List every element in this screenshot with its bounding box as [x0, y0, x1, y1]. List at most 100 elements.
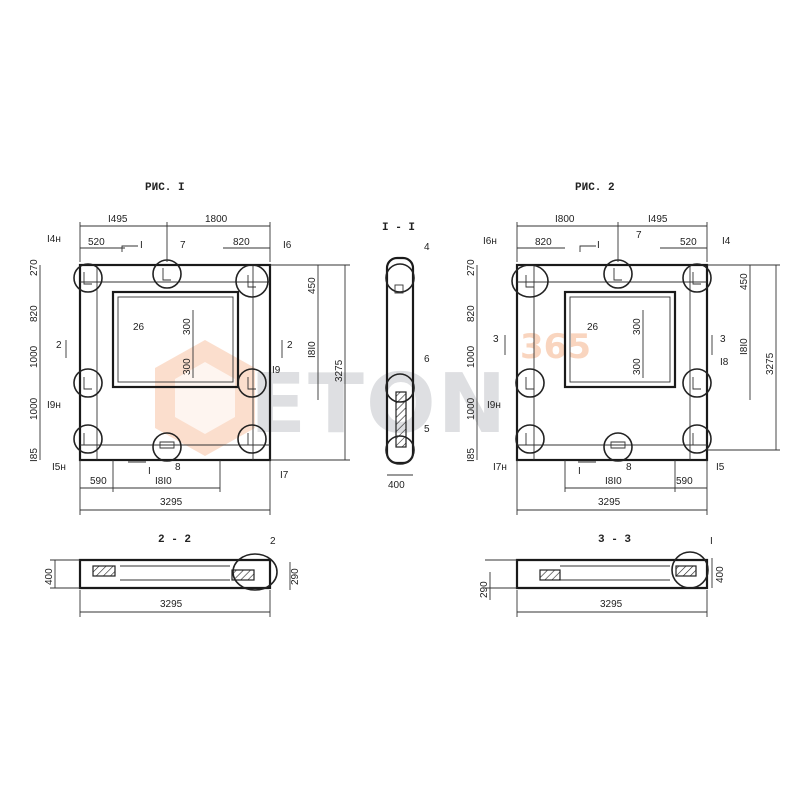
fig1-dim-top-left: I495: [108, 214, 128, 225]
section-2-2: 2 - 2 400 290 3295 2: [44, 534, 301, 617]
fig2-loop-16n: [511, 264, 549, 298]
fig1-dim-top-b: 820: [233, 237, 250, 248]
fig2-callout-18: I8: [720, 357, 729, 368]
sec33-height-2: 290: [479, 581, 490, 598]
fig2-loop-17n: [515, 424, 545, 454]
fig1-cut-c: 2: [287, 340, 293, 351]
sec33-total: 3295: [600, 599, 623, 610]
fig1-callout-16: I6: [283, 240, 292, 251]
fig2-dim-left-3: 1000: [466, 345, 477, 368]
fig2-dim-left-2: 820: [466, 305, 477, 322]
fig2-loop-8: [603, 432, 633, 462]
fig2-callout-19n: I9н: [487, 400, 501, 411]
fig1-dim-top-a: 520: [88, 237, 105, 248]
sec11-callout-4: 4: [424, 242, 430, 253]
fig1-callout-8: 8: [175, 462, 181, 473]
fig2-cut-b: 3: [493, 334, 499, 345]
fig1-callout-14n: I4н: [47, 234, 61, 245]
fig2-callout-15: I5: [716, 462, 725, 473]
fig1-callout-17: I7: [280, 470, 289, 481]
sec22-height-1: 400: [44, 568, 55, 585]
fig1-cut-a: I: [140, 240, 143, 251]
fig2-dim-left-5: I85: [466, 448, 477, 462]
fig1-dim-right-2: I8I0: [307, 341, 318, 358]
fig2-opening: [563, 290, 677, 389]
fig1-callout-15n: I5н: [52, 462, 66, 473]
fig1-opening: [111, 290, 240, 389]
sec22-profile: [78, 558, 272, 590]
fig2-dim-top-b: 520: [680, 237, 697, 248]
sec22-title: 2 - 2: [158, 534, 191, 546]
sec22-height-2: 290: [290, 568, 301, 585]
fig2-callout-26: 26: [587, 322, 599, 333]
sec22-total: 3295: [160, 599, 183, 610]
section-1-1: I - I 400 4 6 5: [382, 222, 430, 491]
sec22-callout-2: 2: [270, 536, 276, 547]
fig1-dim-left-5: I85: [29, 448, 40, 462]
fig2-dim-bottom-total: 3295: [598, 497, 621, 508]
sec11-callout-6: 6: [424, 354, 430, 365]
fig2-dim-bottom-2: 590: [676, 476, 693, 487]
watermark-logo: ETON 365: [155, 327, 591, 456]
fig1-dim-bottom-2: I8I0: [155, 476, 172, 487]
watermark-number: 365: [520, 327, 591, 367]
fig2-dim-right-1: 450: [739, 273, 750, 290]
sec33-height-1: 400: [715, 566, 726, 583]
fig2-loop-15: [682, 424, 712, 454]
section-3-3: 3 - 3 290 400 3295 I: [479, 534, 726, 617]
fig1-dim-left-4: 1000: [29, 397, 40, 420]
fig2-loop-18: [682, 368, 712, 398]
fig1-dim-bottom-total: 3295: [160, 497, 183, 508]
fig1-dim-top-right: 1800: [205, 214, 228, 225]
fig2-cut-a: I: [597, 240, 600, 251]
fig2-title: РИС. 2: [575, 182, 615, 194]
fig2-callout-8: 8: [626, 462, 632, 473]
fig1-title: РИС. I: [145, 182, 185, 194]
fig2-dim-right-2: I8I0: [739, 338, 750, 355]
figure-2: РИС. 2 I800 I495 820 520 270 820 1000 10…: [466, 182, 780, 515]
sec33-profile: [515, 558, 709, 590]
fig2-dim-bottom-1: I8I0: [605, 476, 622, 487]
fig1-loop-16: [235, 264, 269, 298]
fig1-cut-d: I: [148, 466, 151, 477]
fig1-callout-26: 26: [133, 322, 145, 333]
sec11-width: 400: [388, 480, 405, 491]
fig1-loop-14n: [73, 263, 103, 293]
fig1-dim-inner-2: 300: [182, 358, 193, 375]
fig2-dim-top-a: 820: [535, 237, 552, 248]
fig1-dim-inner-1: 300: [182, 318, 193, 335]
fig1-dim-left-1: 270: [29, 259, 40, 276]
fig2-callout-14: I4: [722, 236, 731, 247]
watermark-text: ETON: [250, 357, 508, 452]
fig1-loop-15n: [73, 424, 103, 454]
fig1-cut-b: 2: [56, 340, 62, 351]
fig2-dim-left-4: 1000: [466, 397, 477, 420]
fig2-dim-left-1: 270: [466, 259, 477, 276]
sec11-callout-5: 5: [424, 424, 430, 435]
fig1-callout-19n: I9н: [47, 400, 61, 411]
fig1-callout-7: 7: [180, 240, 186, 251]
sec11-profile: [385, 256, 415, 465]
fig2-dim-inner-1: 300: [632, 318, 643, 335]
fig2-callout-17n: I7н: [493, 462, 507, 473]
fig1-loop-19: [237, 368, 267, 398]
fig2-cut-d: I: [578, 466, 581, 477]
fig1-dim-left-2: 820: [29, 305, 40, 322]
fig1-dim-right-1: 450: [307, 277, 318, 294]
fig1-dim-right-3: 3275: [334, 359, 345, 382]
fig2-callout-7: 7: [636, 230, 642, 241]
fig1-dim-bottom-1: 590: [90, 476, 107, 487]
sec11-hatched-core: [395, 391, 407, 448]
fig2-dim-inner-2: 300: [632, 358, 643, 375]
figure-1: РИС. I I495 1800 520 820 270: [29, 182, 350, 515]
fig1-opening-inner: [117, 296, 234, 383]
fig1-loop-19n: [73, 368, 103, 398]
fig2-callout-16n: I6н: [483, 236, 497, 247]
fig1-loop-8: [152, 432, 182, 462]
fig2-dim-top-right: I495: [648, 214, 668, 225]
sec33-callout-1: I: [710, 536, 713, 547]
sec33-title: 3 - 3: [598, 534, 631, 546]
fig2-loop-14: [682, 263, 712, 293]
